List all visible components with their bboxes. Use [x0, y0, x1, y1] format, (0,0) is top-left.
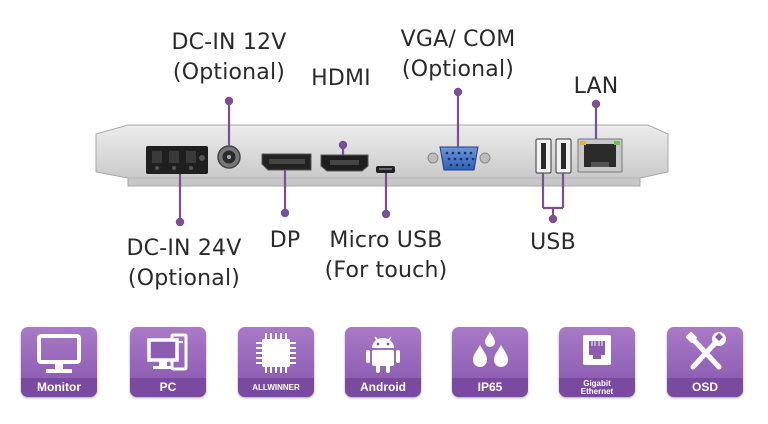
leader-lines [175, 87, 601, 227]
water-drops-icon [473, 332, 508, 367]
dc-in-12v-note: (Optional) [172, 60, 286, 85]
vga-connector [427, 146, 491, 171]
micro-usb-connector [376, 166, 395, 173]
chip-icon [256, 333, 296, 373]
feature-label-allwinner: ALLWINNER [238, 378, 314, 397]
pc-icon [147, 333, 188, 371]
dc-in-24v-note: (Optional) [127, 266, 241, 291]
feature-label-ip65: IP65 [452, 378, 528, 397]
dc-in-12v-title: DC-IN 12V [171, 30, 287, 55]
dc-in-12v-connector [217, 145, 241, 169]
feature-label-gigabit: Gigabit [583, 379, 611, 388]
feature-badge-android: Android [345, 327, 421, 397]
usb-port-2 [555, 138, 572, 174]
feature-badge-allwinner: ALLWINNER [238, 327, 314, 397]
feature-label-ethernet: Ethernet [580, 387, 614, 396]
micro-usb-title: Micro USB [329, 228, 443, 253]
dc-in-24v-label: DC-IN 24V (Optional) [104, 234, 264, 294]
dp-label: DP [258, 226, 312, 256]
vga-com-title: VGA/ COM [400, 27, 516, 52]
dc-in-24v-connector [146, 146, 208, 174]
hdmi-connector [320, 154, 369, 172]
lan-connector [577, 138, 623, 173]
feature-badge-osd: OSD [667, 327, 743, 397]
feature-label-monitor: Monitor [21, 378, 97, 397]
feature-label-osd: OSD [667, 378, 743, 397]
dp-title: DP [269, 228, 301, 253]
displayport-connector [261, 153, 312, 171]
android-icon [366, 336, 400, 373]
ethernet-port-icon [583, 335, 611, 365]
feature-badge-pc: PC [130, 327, 206, 397]
io-panel [95, 124, 669, 187]
micro-usb-note: (For touch) [324, 258, 448, 283]
usb-title: USB [530, 230, 576, 255]
lan-label: LAN [556, 72, 636, 102]
lan-title: LAN [573, 74, 619, 99]
feature-badge-monitor: Monitor [21, 327, 97, 397]
vga-com-label: VGA/ COM (Optional) [385, 25, 531, 85]
feature-label-android: Android [345, 378, 421, 397]
dc-in-24v-title: DC-IN 24V [126, 236, 242, 261]
usb-label: USB [513, 228, 593, 258]
hdmi-label: HDMI [296, 64, 386, 94]
tools-icon [685, 331, 726, 370]
feature-label-gigabit-ethernet: Gigabit Ethernet [559, 378, 635, 397]
feature-badge-ip65: IP65 [452, 327, 528, 397]
dc-in-12v-label: DC-IN 12V (Optional) [148, 28, 310, 88]
monitor-icon [37, 334, 81, 373]
feature-badge-gigabit-ethernet: Gigabit Ethernet [559, 327, 635, 397]
usb-port-1 [535, 138, 552, 174]
hdmi-title: HDMI [311, 66, 371, 91]
feature-label-pc: PC [130, 378, 206, 397]
micro-usb-label: Micro USB (For touch) [310, 226, 462, 286]
vga-com-note: (Optional) [401, 57, 515, 82]
